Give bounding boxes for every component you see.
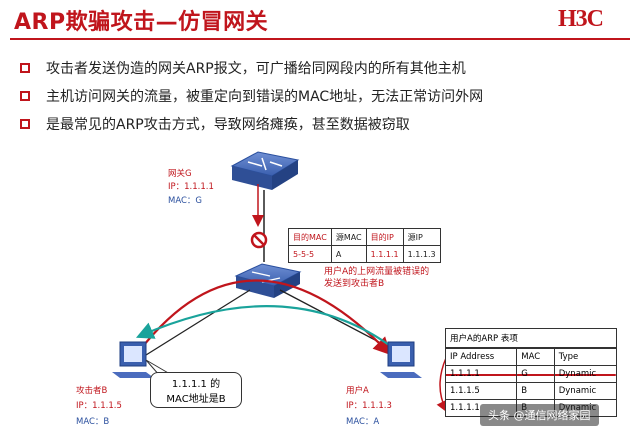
arp-table: IP Address MAC Type 1.1.1.1 G Dynamic 1.… — [446, 348, 616, 416]
broadcast-flow-arrow — [139, 279, 392, 356]
flow-note: 用户A的上网流量被错误的 发送到攻击者B — [324, 267, 430, 289]
attacker-mac: MAC：B — [76, 417, 109, 427]
user-mac: MAC：A — [346, 417, 379, 427]
bullet-item: 主机访问网关的流量，被重定向到错误的MAC地址，无法正常访问外网 — [20, 82, 483, 110]
arp-header-cell: MAC — [516, 348, 555, 366]
bullet-item: 攻击者发送伪造的网关ARP报文，可广播给同网段内的所有其他主机 — [20, 54, 483, 82]
arp-cell: Dynamic — [553, 365, 616, 383]
arp-cell: Dynamic — [553, 382, 616, 400]
bullet-square-icon — [20, 63, 30, 73]
packet-header-cell: 源IP — [402, 228, 441, 246]
bullet-list: 攻击者发送伪造的网关ARP报文，可广播给同网段内的所有其他主机 主机访问网关的流… — [20, 54, 483, 138]
arp-header-cell: IP Address — [446, 348, 518, 366]
gateway-mac: MAC：G — [168, 196, 202, 206]
table-row: IP Address MAC Type — [446, 348, 616, 366]
slide-title: ARP欺骗攻击—仿冒网关 — [14, 10, 269, 35]
bullet-square-icon — [20, 119, 30, 129]
forged-arp-bubble: 1.1.1.1 的 MAC地址是B — [150, 372, 242, 408]
arp-table-caption: 用户A的ARP 表项 — [446, 329, 616, 348]
user-name: 用户A — [346, 385, 369, 396]
watermark: 头条 @通信网络家园 — [480, 404, 599, 426]
user-ip: IP：1.1.1.3 — [346, 401, 392, 411]
packet-value-cell: 1.1.1.3 — [402, 245, 441, 263]
packet-value-cell: 5-5-5 — [288, 245, 332, 263]
arp-cell: 1.1.1.5 — [446, 382, 518, 400]
bullet-item: 是最常见的ARP攻击方式，导致网络瘫痪，甚至数据被窃取 — [20, 110, 483, 138]
arp-cell: B — [516, 382, 555, 400]
user-pc-icon — [380, 341, 422, 378]
gateway-name: 网关G — [168, 168, 192, 179]
packet-value-cell: A — [330, 245, 367, 263]
brand-logo: H3C — [558, 6, 604, 32]
arp-table-panel: 用户A的ARP 表项 IP Address MAC Type 1.1.1.1 G… — [445, 328, 617, 417]
attacker-cable — [137, 289, 251, 361]
attacker-ip: IP：1.1.1.5 — [76, 401, 122, 411]
redirected-flow-arrow — [135, 305, 397, 351]
attacker-pc-icon — [112, 341, 154, 378]
attacker-name: 攻击者B — [76, 385, 108, 396]
table-row: 1.1.1.5 B Dynamic — [446, 382, 616, 400]
packet-header-cell: 目的MAC — [288, 228, 332, 246]
table-row: 5-5-5 A 1.1.1.1 1.1.1.3 — [288, 245, 441, 263]
table-row: 1.1.1.1 G Dynamic — [446, 365, 616, 383]
arp-change-arrow — [436, 357, 448, 413]
packet-header-cell: 目的IP — [365, 228, 404, 246]
packet-header-cell: 源MAC — [330, 228, 367, 246]
table-row: 目的MAC 源MAC 目的IP 源IP — [288, 228, 441, 246]
user-cable — [279, 289, 399, 353]
bullet-square-icon — [20, 91, 30, 101]
packet-value-cell: 1.1.1.1 — [365, 245, 404, 263]
gateway-ip: IP：1.1.1.1 — [168, 182, 214, 192]
arp-cell: 1.1.1.1 — [446, 365, 518, 383]
forged-packet-table: 目的MAC 源MAC 目的IP 源IP 5-5-5 A 1.1.1.1 1.1.… — [288, 228, 441, 263]
title-divider — [10, 38, 630, 40]
blocked-icon — [250, 231, 268, 249]
arp-cell: G — [516, 365, 555, 383]
arp-header-cell: Type — [553, 348, 616, 366]
gateway-router-icon — [230, 151, 300, 190]
